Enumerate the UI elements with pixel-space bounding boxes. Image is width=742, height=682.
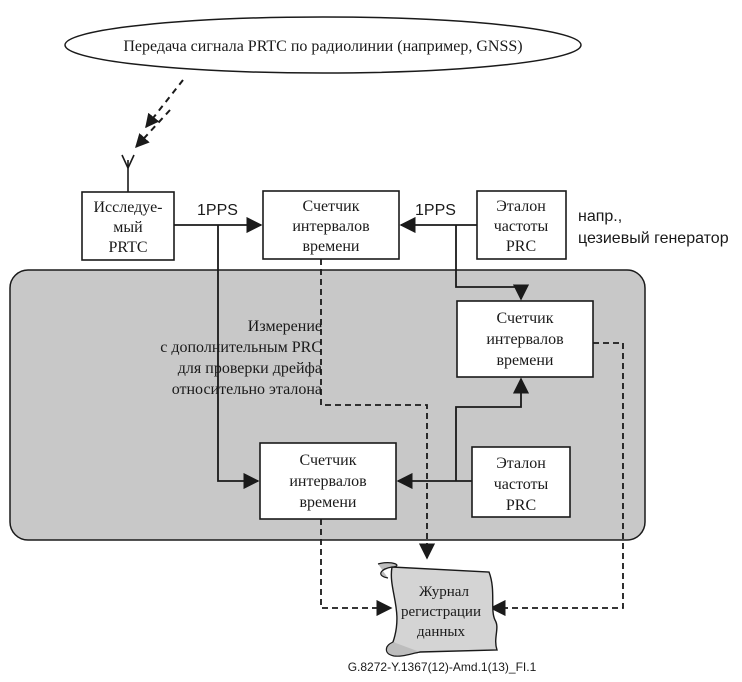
dash-counter-bottom-to-log	[320, 519, 393, 617]
reference-note-line-1: напр.,	[578, 208, 622, 225]
reference-top-box: Эталон частоты PRC	[476, 190, 567, 260]
reference-note-line-2: цезиевый генератор	[578, 230, 729, 247]
counter-top-line-1: Счетчик	[303, 198, 360, 215]
log-line-1: Журнал	[419, 584, 470, 600]
solid-connectors	[174, 216, 530, 490]
reference-bottom-line-1: Эталон	[496, 455, 546, 472]
data-log-scroll: Журнал регистрации данных	[377, 562, 498, 657]
counter-right-box: Счетчик интервалов времени	[456, 300, 594, 378]
prtc-line-1: Исследуе-	[94, 199, 163, 216]
figure-id: G.8272-Y.1367(12)-Amd.1(13)_FI.1	[348, 660, 537, 674]
counter-top-box: Счетчик интервалов времени	[262, 190, 400, 260]
dashed-connectors	[320, 259, 624, 617]
reference-top-line-1: Эталон	[496, 198, 546, 215]
measurement-note-line-3: для проверки дрейфа	[178, 360, 322, 377]
measurement-note-line-2: с дополнительным PRC	[160, 339, 322, 356]
log-line-3: данных	[417, 624, 465, 640]
antenna-icon	[121, 154, 135, 192]
reference-bottom-line-3: PRC	[506, 497, 536, 514]
arrow-reference-bottom-to-counter-right	[455, 377, 530, 481]
dash-counter-top-to-log	[320, 259, 436, 560]
counter-top-line-2: интервалов	[292, 218, 370, 235]
pps-left-label: 1PPS	[197, 202, 238, 219]
counter-top-line-3: времени	[302, 238, 359, 255]
radio-signal	[135, 79, 184, 149]
log-line-2: регистрации	[401, 604, 481, 620]
pps-right-label: 1PPS	[415, 202, 456, 219]
prtc-line-3: PRTC	[108, 239, 147, 256]
counter-right-line-2: интервалов	[486, 331, 564, 348]
counter-bottom-line-3: времени	[299, 494, 356, 511]
prtc-line-2: мый	[113, 219, 143, 236]
reference-top-line-3: PRC	[506, 238, 536, 255]
radio-link-ellipse	[64, 16, 582, 74]
measurement-note-line-4: относительно эталона	[172, 381, 322, 398]
prtc-under-test-box: Исследуе- мый PRTC	[81, 191, 175, 261]
dash-counter-right-to-log	[489, 342, 624, 617]
arrow-reference-to-counter-right	[455, 225, 530, 301]
counter-bottom-box: Счетчик интервалов времени	[259, 442, 397, 520]
arrow-prtc-to-counter-bottom	[217, 225, 260, 490]
reference-bottom-box: Эталон частоты PRC	[471, 446, 571, 518]
counter-bottom-line-2: интервалов	[289, 473, 367, 490]
radio-link-label: Передача сигнала PRTC по радиолинии (нап…	[123, 38, 522, 55]
counter-bottom-line-1: Счетчик	[300, 452, 357, 469]
measurement-note-line-1: Измерение	[248, 318, 322, 335]
counter-right-line-1: Счетчик	[497, 310, 554, 327]
counter-right-line-3: времени	[496, 352, 553, 369]
reference-top-line-2: частоты	[494, 218, 549, 235]
reference-bottom-line-2: частоты	[494, 476, 549, 493]
